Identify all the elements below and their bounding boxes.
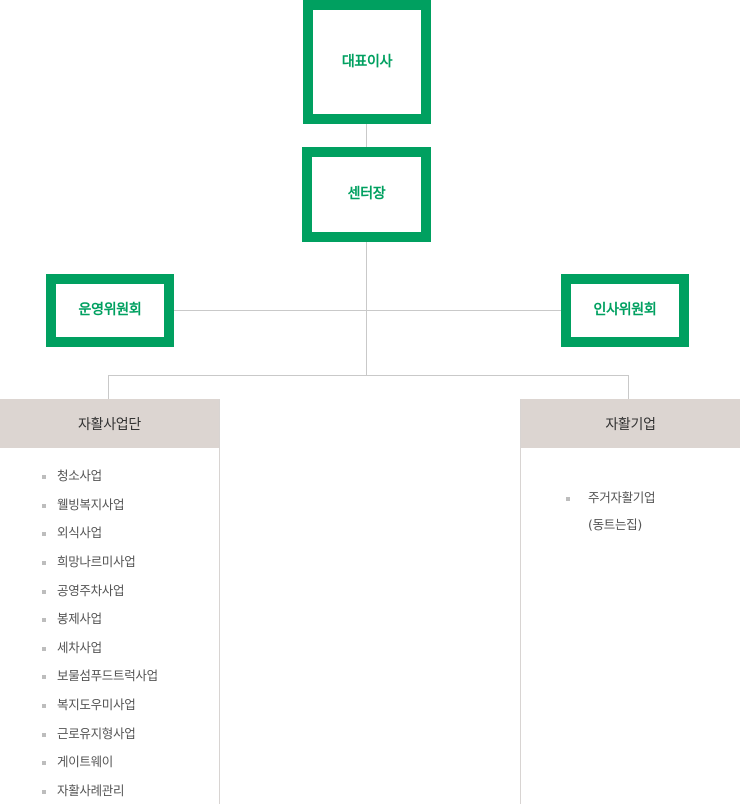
- list-item-text-wrap: 게이트웨이: [57, 754, 113, 771]
- square-bullet-icon: [42, 646, 46, 651]
- square-bullet-icon: [42, 560, 46, 565]
- list-item-label: 웰빙복지사업: [57, 496, 125, 512]
- square-bullet-icon: [42, 761, 46, 766]
- list-item-label: 봉제사업: [57, 611, 102, 627]
- square-bullet-icon: [42, 589, 46, 594]
- list-item-sublabel: (동트는집): [588, 516, 642, 532]
- square-bullet-icon: [42, 790, 46, 795]
- list-item-label: 공영주차사업: [57, 582, 125, 598]
- list-item-text-wrap: 외식사업: [57, 525, 102, 542]
- square-bullet-icon: [42, 503, 46, 508]
- panel-self-support-group-header: 자활사업단: [0, 399, 219, 448]
- list-item-text-wrap: 청소사업: [57, 468, 102, 485]
- list-item-label: 청소사업: [57, 467, 102, 483]
- node-center-director: 센터장: [302, 147, 431, 242]
- list-item: 게이트웨이: [42, 749, 219, 778]
- list-item-label: 보물섬푸드트럭사업: [57, 668, 158, 684]
- list-item: 희망나르미사업: [42, 548, 219, 577]
- node-ceo: 대표이사: [303, 0, 431, 124]
- node-center-director-label: 센터장: [347, 186, 386, 203]
- square-bullet-icon: [42, 474, 46, 479]
- list-item: 보물섬푸드트럭사업: [42, 663, 219, 692]
- list-item: 봉제사업: [42, 605, 219, 634]
- list-item-label: 주거자활기업: [588, 489, 656, 505]
- connector-panels-horizontal: [108, 375, 628, 376]
- connector-center-trunk: [366, 242, 367, 376]
- list-item: 외식사업: [42, 519, 219, 548]
- node-personnel-committee: 인사위원회: [561, 274, 689, 347]
- list-item-label: 외식사업: [57, 525, 102, 541]
- list-item-text-wrap: 복지도우미사업: [57, 697, 136, 714]
- square-bullet-icon: [42, 532, 46, 537]
- node-personnel-committee-label: 인사위원회: [593, 302, 657, 319]
- list-item-text-wrap: 봉제사업: [57, 611, 102, 628]
- list-item-text-wrap: 웰빙복지사업: [57, 496, 125, 514]
- list-item-text-wrap: 자활사례관리: [57, 783, 125, 800]
- list-item-text-wrap: 보물섬푸드트럭사업: [57, 668, 158, 685]
- panel-self-support-company: 자활기업 주거자활기업 (동트는집): [520, 399, 740, 804]
- list-item: 웰빙복지사업: [42, 491, 219, 520]
- panel-self-support-group-title: 자활사업단: [78, 416, 141, 433]
- square-bullet-icon: [42, 618, 46, 623]
- node-operating-committee: 운영위원회: [46, 274, 174, 347]
- connector-ceo-to-center: [366, 124, 367, 147]
- node-operating-committee-label: 운영위원회: [78, 302, 142, 319]
- list-item: 주거자활기업 (동트는집): [566, 484, 740, 540]
- panel-self-support-company-list: 주거자활기업 (동트는집): [521, 448, 740, 540]
- connector-committee-horizontal: [174, 310, 561, 311]
- list-item-label: 복지도우미사업: [57, 697, 136, 713]
- square-bullet-icon: [42, 704, 46, 709]
- list-item-label: 자활사례관리: [57, 783, 125, 799]
- panel-self-support-company-header: 자활기업: [521, 399, 740, 448]
- list-item-label: 근로유지형사업: [57, 725, 136, 741]
- list-item-text-wrap: 희망나르미사업: [57, 553, 136, 571]
- list-item: 공영주차사업: [42, 577, 219, 606]
- list-item: 청소사업: [42, 462, 219, 491]
- panel-self-support-company-title: 자활기업: [605, 416, 656, 433]
- node-ceo-label: 대표이사: [341, 53, 393, 70]
- square-bullet-icon: [42, 732, 46, 737]
- connector-panel-left-drop: [108, 375, 109, 399]
- list-item-label: 세차사업: [57, 639, 102, 655]
- list-item-label: 게이트웨이: [57, 754, 114, 770]
- list-item-text-wrap: 근로유지형사업: [57, 725, 136, 743]
- list-item-text-wrap: 세차사업: [57, 640, 102, 657]
- square-bullet-icon: [42, 675, 46, 680]
- list-item-text-wrap: 공영주차사업: [57, 582, 125, 600]
- square-bullet-icon: [566, 496, 570, 501]
- list-item: 세차사업: [42, 634, 219, 663]
- list-item: 복지도우미사업: [42, 691, 219, 720]
- list-item-text-wrap: 주거자활기업 (동트는집): [588, 489, 656, 534]
- list-item-label: 희망나르미사업: [57, 553, 136, 569]
- list-item: 자활사례관리: [42, 777, 219, 806]
- connector-panel-right-drop: [628, 375, 629, 399]
- list-item: 근로유지형사업: [42, 720, 219, 749]
